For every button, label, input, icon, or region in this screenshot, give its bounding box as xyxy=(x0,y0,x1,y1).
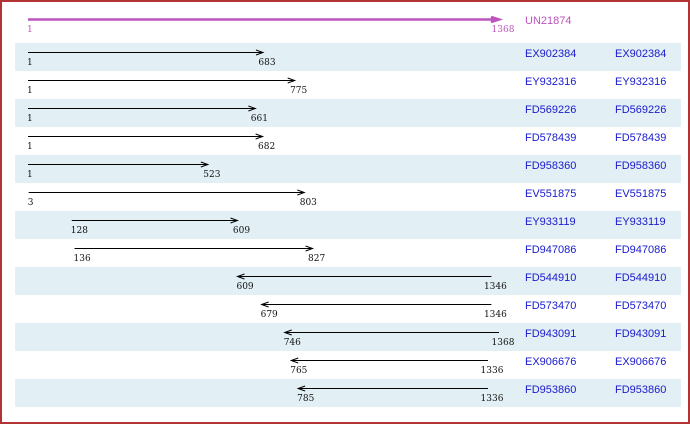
start-coordinate: 1 xyxy=(27,142,33,152)
accession-link-secondary[interactable]: FD544910 xyxy=(615,272,667,284)
row-band xyxy=(15,43,681,71)
start-coordinate: 1 xyxy=(27,114,33,124)
alignment-row: 1 775 EY932316 EY932316 xyxy=(2,71,688,99)
start-coordinate: 609 xyxy=(236,282,254,292)
alignment-arrow xyxy=(71,217,239,224)
end-coordinate: 1346 xyxy=(483,310,507,320)
alignment-row: 3 803 EV551875 EV551875 xyxy=(2,183,688,211)
accession-link-secondary[interactable]: FD569226 xyxy=(615,104,667,116)
row-band xyxy=(15,323,681,351)
start-coordinate: 1 xyxy=(27,58,33,68)
accession-link-secondary[interactable]: EV551875 xyxy=(615,188,667,200)
accession-link-secondary[interactable]: FD958360 xyxy=(615,160,667,172)
end-coordinate: 1368 xyxy=(491,338,515,348)
start-coordinate: 1 xyxy=(27,86,33,96)
start-coordinate: 136 xyxy=(73,254,91,264)
accession-link-secondary[interactable]: EX902384 xyxy=(615,48,667,60)
row-band xyxy=(15,211,681,239)
alignment-arrow xyxy=(28,77,297,84)
alignment-arrow xyxy=(235,273,492,280)
end-coordinate: 682 xyxy=(258,142,276,152)
accession-link-secondary[interactable]: FD953860 xyxy=(615,384,667,396)
reference-arrow xyxy=(28,15,504,24)
end-coordinate: 609 xyxy=(232,226,251,236)
alignment-arrow xyxy=(283,329,499,336)
end-coordinate: 1346 xyxy=(483,282,507,292)
alignment-arrow xyxy=(296,385,488,392)
accession-link[interactable]: FD943091 xyxy=(525,328,577,340)
accession-link[interactable]: EV551875 xyxy=(525,188,577,200)
end-coordinate: 1368 xyxy=(491,25,515,35)
start-coordinate: 785 xyxy=(297,394,315,404)
alignment-arrow xyxy=(28,105,257,112)
accession-link[interactable]: FD958360 xyxy=(525,160,577,172)
accession-link[interactable]: FD578439 xyxy=(525,132,577,144)
start-coordinate: 679 xyxy=(260,310,278,320)
start-coordinate: 1 xyxy=(27,170,33,180)
reference-label[interactable]: UN21874 xyxy=(525,15,572,27)
accession-link[interactable]: FD569226 xyxy=(525,104,577,116)
alignment-arrow xyxy=(28,189,306,196)
accession-link-secondary[interactable]: FD578439 xyxy=(615,132,667,144)
start-coordinate: 765 xyxy=(290,366,308,376)
end-coordinate: 523 xyxy=(203,170,221,180)
alignment-row: 128 609 EY933119 EY933119 xyxy=(2,211,688,239)
alignment-arrow xyxy=(28,161,210,168)
start-coordinate: 746 xyxy=(283,338,301,348)
accession-link-secondary[interactable]: FD947086 xyxy=(615,244,667,256)
end-coordinate: 661 xyxy=(250,114,268,124)
accession-link[interactable]: EY933119 xyxy=(525,216,576,228)
row-band xyxy=(15,379,681,407)
end-coordinate: 1336 xyxy=(480,366,504,376)
alignment-row: 765 1336 EX906676 EX906676 xyxy=(2,351,688,379)
alignment-arrow xyxy=(28,133,265,140)
accession-link[interactable]: FD573470 xyxy=(525,300,577,312)
reference-row: 1 1368 UN21874 xyxy=(2,10,688,38)
accession-link[interactable]: EX906676 xyxy=(525,356,577,368)
start-coordinate: 3 xyxy=(27,198,34,208)
alignment-row: 1 683 EX902384 EX902384 xyxy=(2,43,688,71)
end-coordinate: 1336 xyxy=(480,394,504,404)
end-coordinate: 683 xyxy=(258,58,276,68)
accession-link[interactable]: FD544910 xyxy=(525,272,577,284)
accession-link[interactable]: EX902384 xyxy=(525,48,577,60)
alignment-arrow xyxy=(289,357,488,364)
row-band xyxy=(15,99,681,127)
alignment-row: 136 827 FD947086 FD947086 xyxy=(2,239,688,267)
end-coordinate: 827 xyxy=(308,254,326,264)
alignment-arrow xyxy=(74,245,315,252)
accession-link-secondary[interactable]: FD943091 xyxy=(615,328,667,340)
accession-link[interactable]: EY932316 xyxy=(525,76,577,88)
alignment-row: 785 1336 FD953860 FD953860 xyxy=(2,379,688,407)
accession-link-secondary[interactable]: EX906676 xyxy=(615,356,667,368)
alignment-row: 746 1368 FD943091 FD943091 xyxy=(2,323,688,351)
accession-link-secondary[interactable]: EY933119 xyxy=(615,216,666,228)
accession-link-secondary[interactable]: FD573470 xyxy=(615,300,667,312)
alignment-row: 679 1346 FD573470 FD573470 xyxy=(2,295,688,323)
start-coordinate: 1 xyxy=(27,25,33,35)
alignment-row: 1 661 FD569226 FD569226 xyxy=(2,99,688,127)
end-coordinate: 803 xyxy=(299,198,317,208)
alignment-row: 1 682 FD578439 FD578439 xyxy=(2,127,688,155)
alignment-row: 1 523 FD958360 FD958360 xyxy=(2,155,688,183)
accession-link[interactable]: FD947086 xyxy=(525,244,577,256)
start-coordinate: 128 xyxy=(70,226,88,236)
end-coordinate: 775 xyxy=(290,86,308,96)
row-band xyxy=(15,155,681,183)
alignment-row: 609 1346 FD544910 FD544910 xyxy=(2,267,688,295)
alignment-arrow xyxy=(260,301,492,308)
accession-link[interactable]: FD953860 xyxy=(525,384,577,396)
alignment-arrow xyxy=(28,49,265,56)
row-band xyxy=(15,267,681,295)
accession-link-secondary[interactable]: EY932316 xyxy=(615,76,667,88)
